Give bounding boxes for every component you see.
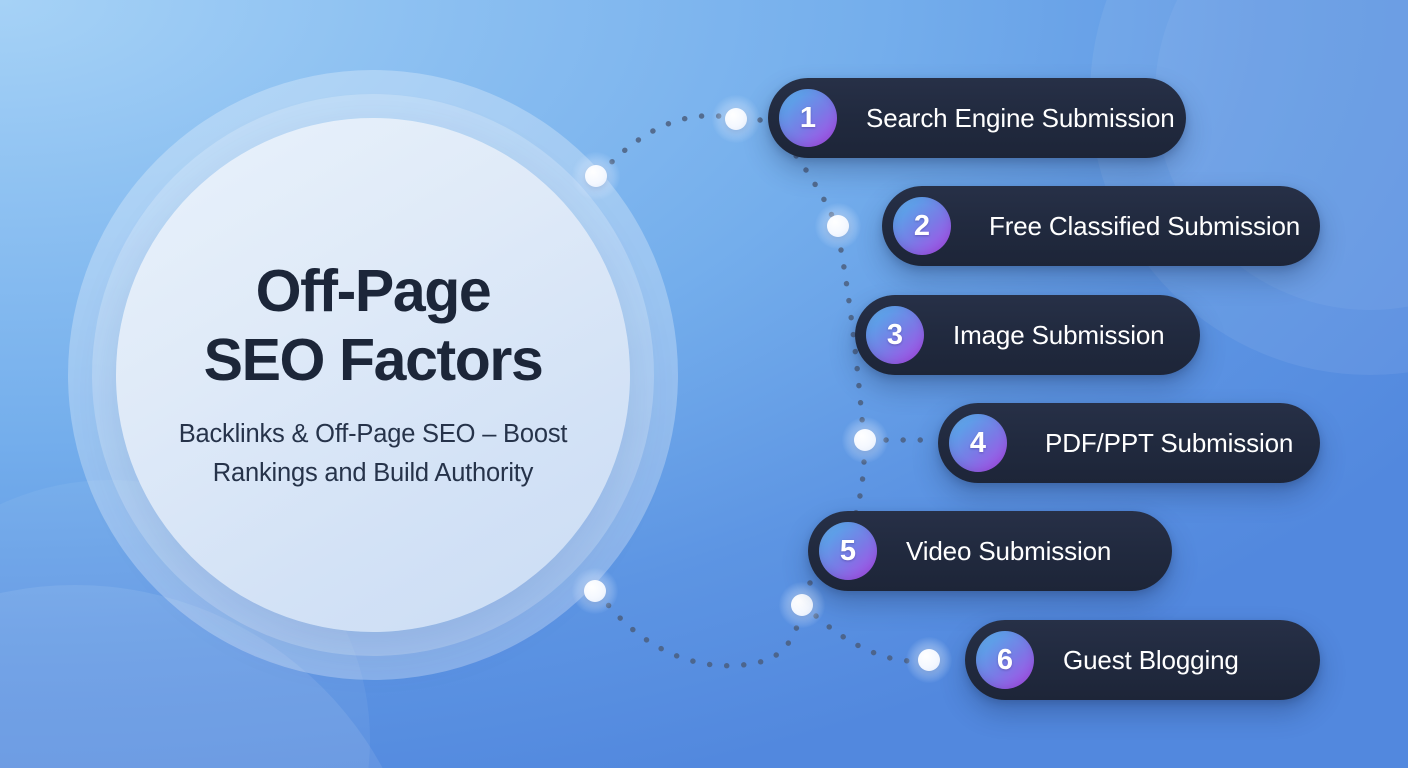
connector-segment-2-to-4: [838, 247, 866, 433]
factor-pill-1[interactable]: 1 Search Engine Submission: [768, 78, 1186, 158]
factor-label: Guest Blogging: [1063, 644, 1239, 675]
factor-number-badge: 4: [949, 414, 1007, 472]
connector-node-3: [815, 203, 861, 249]
node-core: [918, 649, 940, 671]
factor-label: Video Submission: [906, 535, 1112, 566]
hero-title: Off-Page SEO Factors: [188, 257, 559, 395]
connector-node-7: [906, 637, 952, 683]
hero-circle: Off-Page SEO Factors Backlinks & Off-Pag…: [116, 118, 630, 632]
hero-subtitle: Backlinks & Off-Page SEO – Boost Ranking…: [178, 419, 568, 488]
node-core: [854, 429, 876, 451]
connector-node-6: [779, 582, 825, 628]
node-core: [584, 580, 606, 602]
node-core: [791, 594, 813, 616]
connector-node-4: [842, 417, 888, 463]
connector-node-2: [712, 95, 760, 143]
hero-title-line-2: SEO Factors: [203, 326, 544, 393]
node-core: [827, 215, 849, 237]
factor-pill-2[interactable]: 2 Free Classified Submission: [882, 186, 1320, 266]
factor-number-badge: 2: [893, 197, 951, 255]
factor-number-badge: 3: [866, 306, 924, 364]
factor-label: Image Submission: [953, 319, 1165, 350]
factor-number-badge: 1: [779, 89, 837, 147]
factor-number-badge: 5: [819, 522, 877, 580]
connector-node-5: [572, 568, 618, 614]
connector-segment-5-to-6: [813, 613, 915, 664]
factor-pill-4[interactable]: 4 PDF/PPT Submission: [938, 403, 1320, 483]
connector-segment-bottom: [595, 589, 803, 669]
factor-label: Search Engine Submission: [866, 102, 1175, 133]
factor-pill-3[interactable]: 3 Image Submission: [855, 295, 1200, 375]
factor-pill-6[interactable]: 6 Guest Blogging: [965, 620, 1320, 700]
factor-number-badge: 6: [976, 631, 1034, 689]
node-core: [585, 165, 607, 187]
hero-title-line-1: Off-Page: [255, 257, 492, 324]
connector-node-1: [572, 152, 620, 200]
factor-label: PDF/PPT Submission: [1045, 427, 1294, 458]
factor-label: Free Classified Submission: [989, 210, 1301, 241]
factor-pill-5[interactable]: 5 Video Submission: [808, 511, 1172, 591]
node-core: [725, 108, 747, 130]
